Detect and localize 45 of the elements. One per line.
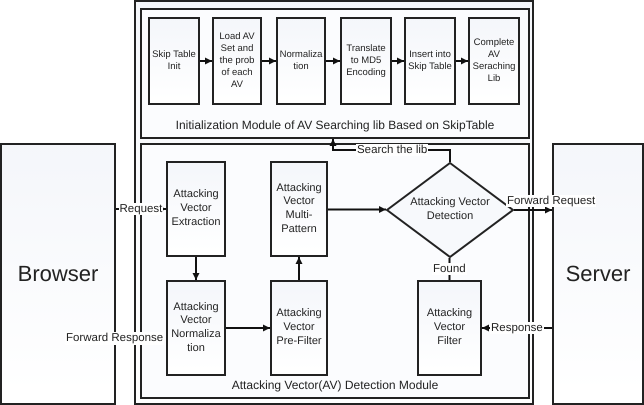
arrow — [192, 257, 200, 280]
edge-label: Request — [118, 202, 164, 216]
box-label: Attacking Vector Extraction — [170, 188, 222, 230]
box-label: Load AV Set and the prob of each AV — [218, 31, 256, 91]
process-box — [148, 17, 200, 105]
process-box — [212, 17, 262, 105]
process-box — [340, 17, 392, 105]
arrow — [514, 206, 552, 214]
process-box — [166, 161, 226, 257]
arrow — [262, 58, 276, 64]
arrow — [392, 58, 404, 64]
process-box — [166, 280, 226, 376]
arrow — [296, 257, 302, 280]
note-text: Forward Response — [65, 332, 164, 345]
process-box — [270, 161, 328, 257]
arrow — [200, 58, 212, 64]
box-label: Insert into Skip Table — [407, 49, 453, 73]
box-label: Normalization — [278, 49, 324, 73]
edge-label: Found — [432, 262, 467, 276]
module-title: Initialization Module of AV Searching lib Based on SkipTable — [174, 118, 496, 133]
edge-label: Forward Request — [506, 194, 596, 208]
box-label: Translate to MD5 Encoding — [345, 43, 387, 79]
arrow — [456, 58, 468, 64]
process-box — [417, 280, 482, 376]
process-box — [468, 17, 520, 105]
box-label: Attacking Vector Filter — [426, 307, 474, 349]
box-label: Server — [564, 260, 632, 288]
box-label: Attacking Vector Detection — [409, 196, 491, 224]
arrow — [226, 324, 270, 332]
box-label: Attacking Vector Pre-Filter — [275, 307, 323, 349]
endpoint-box — [552, 143, 644, 405]
box-label: Attacking Vector Normalization — [170, 300, 222, 356]
box-label: Complete AV Seraching Lib — [472, 37, 516, 85]
edge-label: Response — [490, 322, 544, 334]
arrow — [328, 206, 386, 213]
process-box — [270, 280, 328, 376]
box-label: Skip Table Init — [151, 49, 197, 73]
box-label: Attacking Vector Multi-Pattern — [275, 182, 323, 236]
process-box — [276, 17, 326, 105]
box-label: Browser — [16, 260, 100, 288]
module-panel — [140, 8, 530, 139]
process-box — [404, 17, 456, 105]
edge-label: Search the lib — [356, 144, 428, 156]
arrow — [326, 58, 340, 64]
module-title: Attacking Vector(AV) Detection Module — [230, 378, 440, 393]
